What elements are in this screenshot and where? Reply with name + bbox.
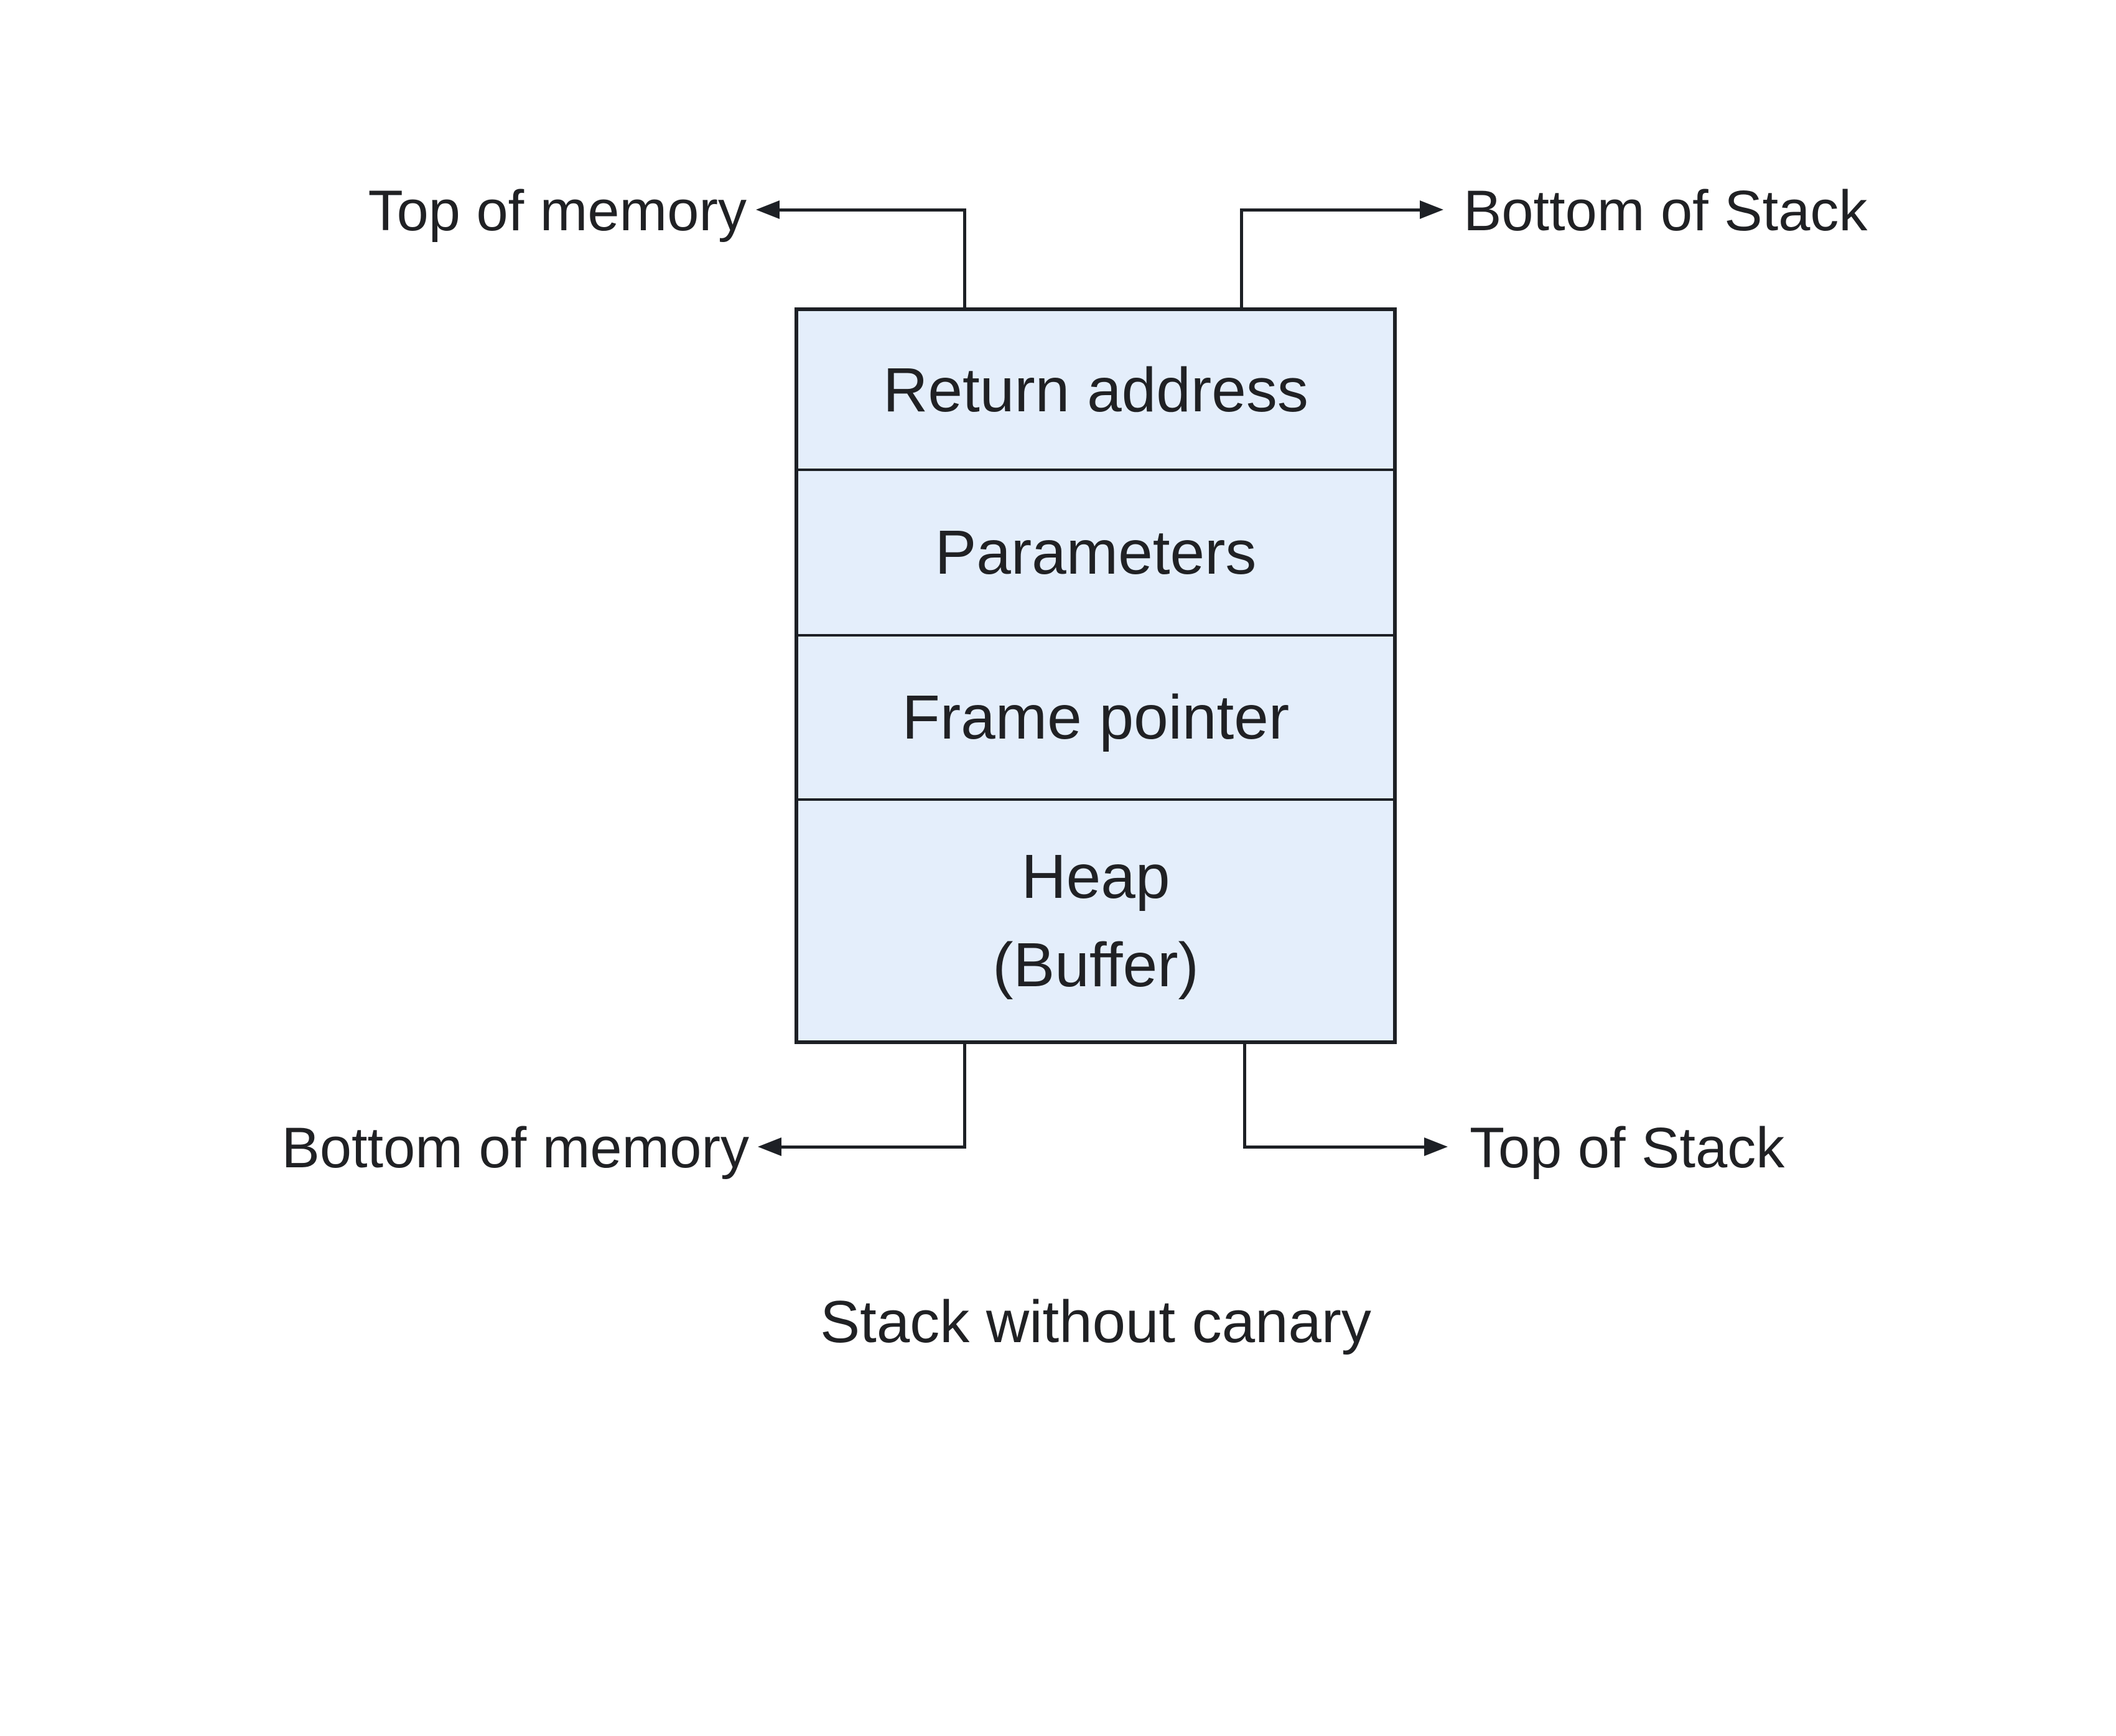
stack-cell-label: Return address — [883, 355, 1308, 425]
connector-line — [778, 208, 966, 212]
connector-line — [1243, 1044, 1246, 1149]
stack-box: Return address Parameters Frame pointer … — [795, 307, 1397, 1044]
connector-line — [963, 208, 966, 309]
stack-cell-parameters: Parameters — [798, 469, 1393, 634]
connector-line — [780, 1146, 966, 1149]
stack-cell-return-address: Return address — [798, 311, 1393, 469]
arrow-right-icon — [1420, 200, 1443, 219]
stack-cell-label: Parameters — [934, 518, 1257, 587]
arrow-right-icon — [1424, 1137, 1448, 1156]
connector-line — [1240, 208, 1422, 212]
label-top-of-memory: Top of memory — [368, 179, 747, 243]
connector-line — [963, 1044, 966, 1149]
label-top-of-stack: Top of Stack — [1470, 1116, 1785, 1180]
stack-cell-label: (Buffer) — [992, 930, 1199, 1000]
connector-line — [1240, 208, 1243, 309]
arrow-left-icon — [758, 1137, 781, 1156]
stack-cell-label: Heap — [1021, 841, 1170, 912]
stack-cell-label: Frame pointer — [902, 683, 1290, 752]
connector-line — [1243, 1146, 1426, 1149]
stack-cell-heap-buffer: Heap (Buffer) — [798, 798, 1393, 1040]
diagram-caption: Stack without canary — [820, 1289, 1371, 1355]
arrow-left-icon — [756, 200, 780, 219]
label-bottom-of-stack: Bottom of Stack — [1463, 179, 1868, 243]
label-bottom-of-memory: Bottom of memory — [281, 1116, 749, 1180]
stack-cell-frame-pointer: Frame pointer — [798, 634, 1393, 798]
